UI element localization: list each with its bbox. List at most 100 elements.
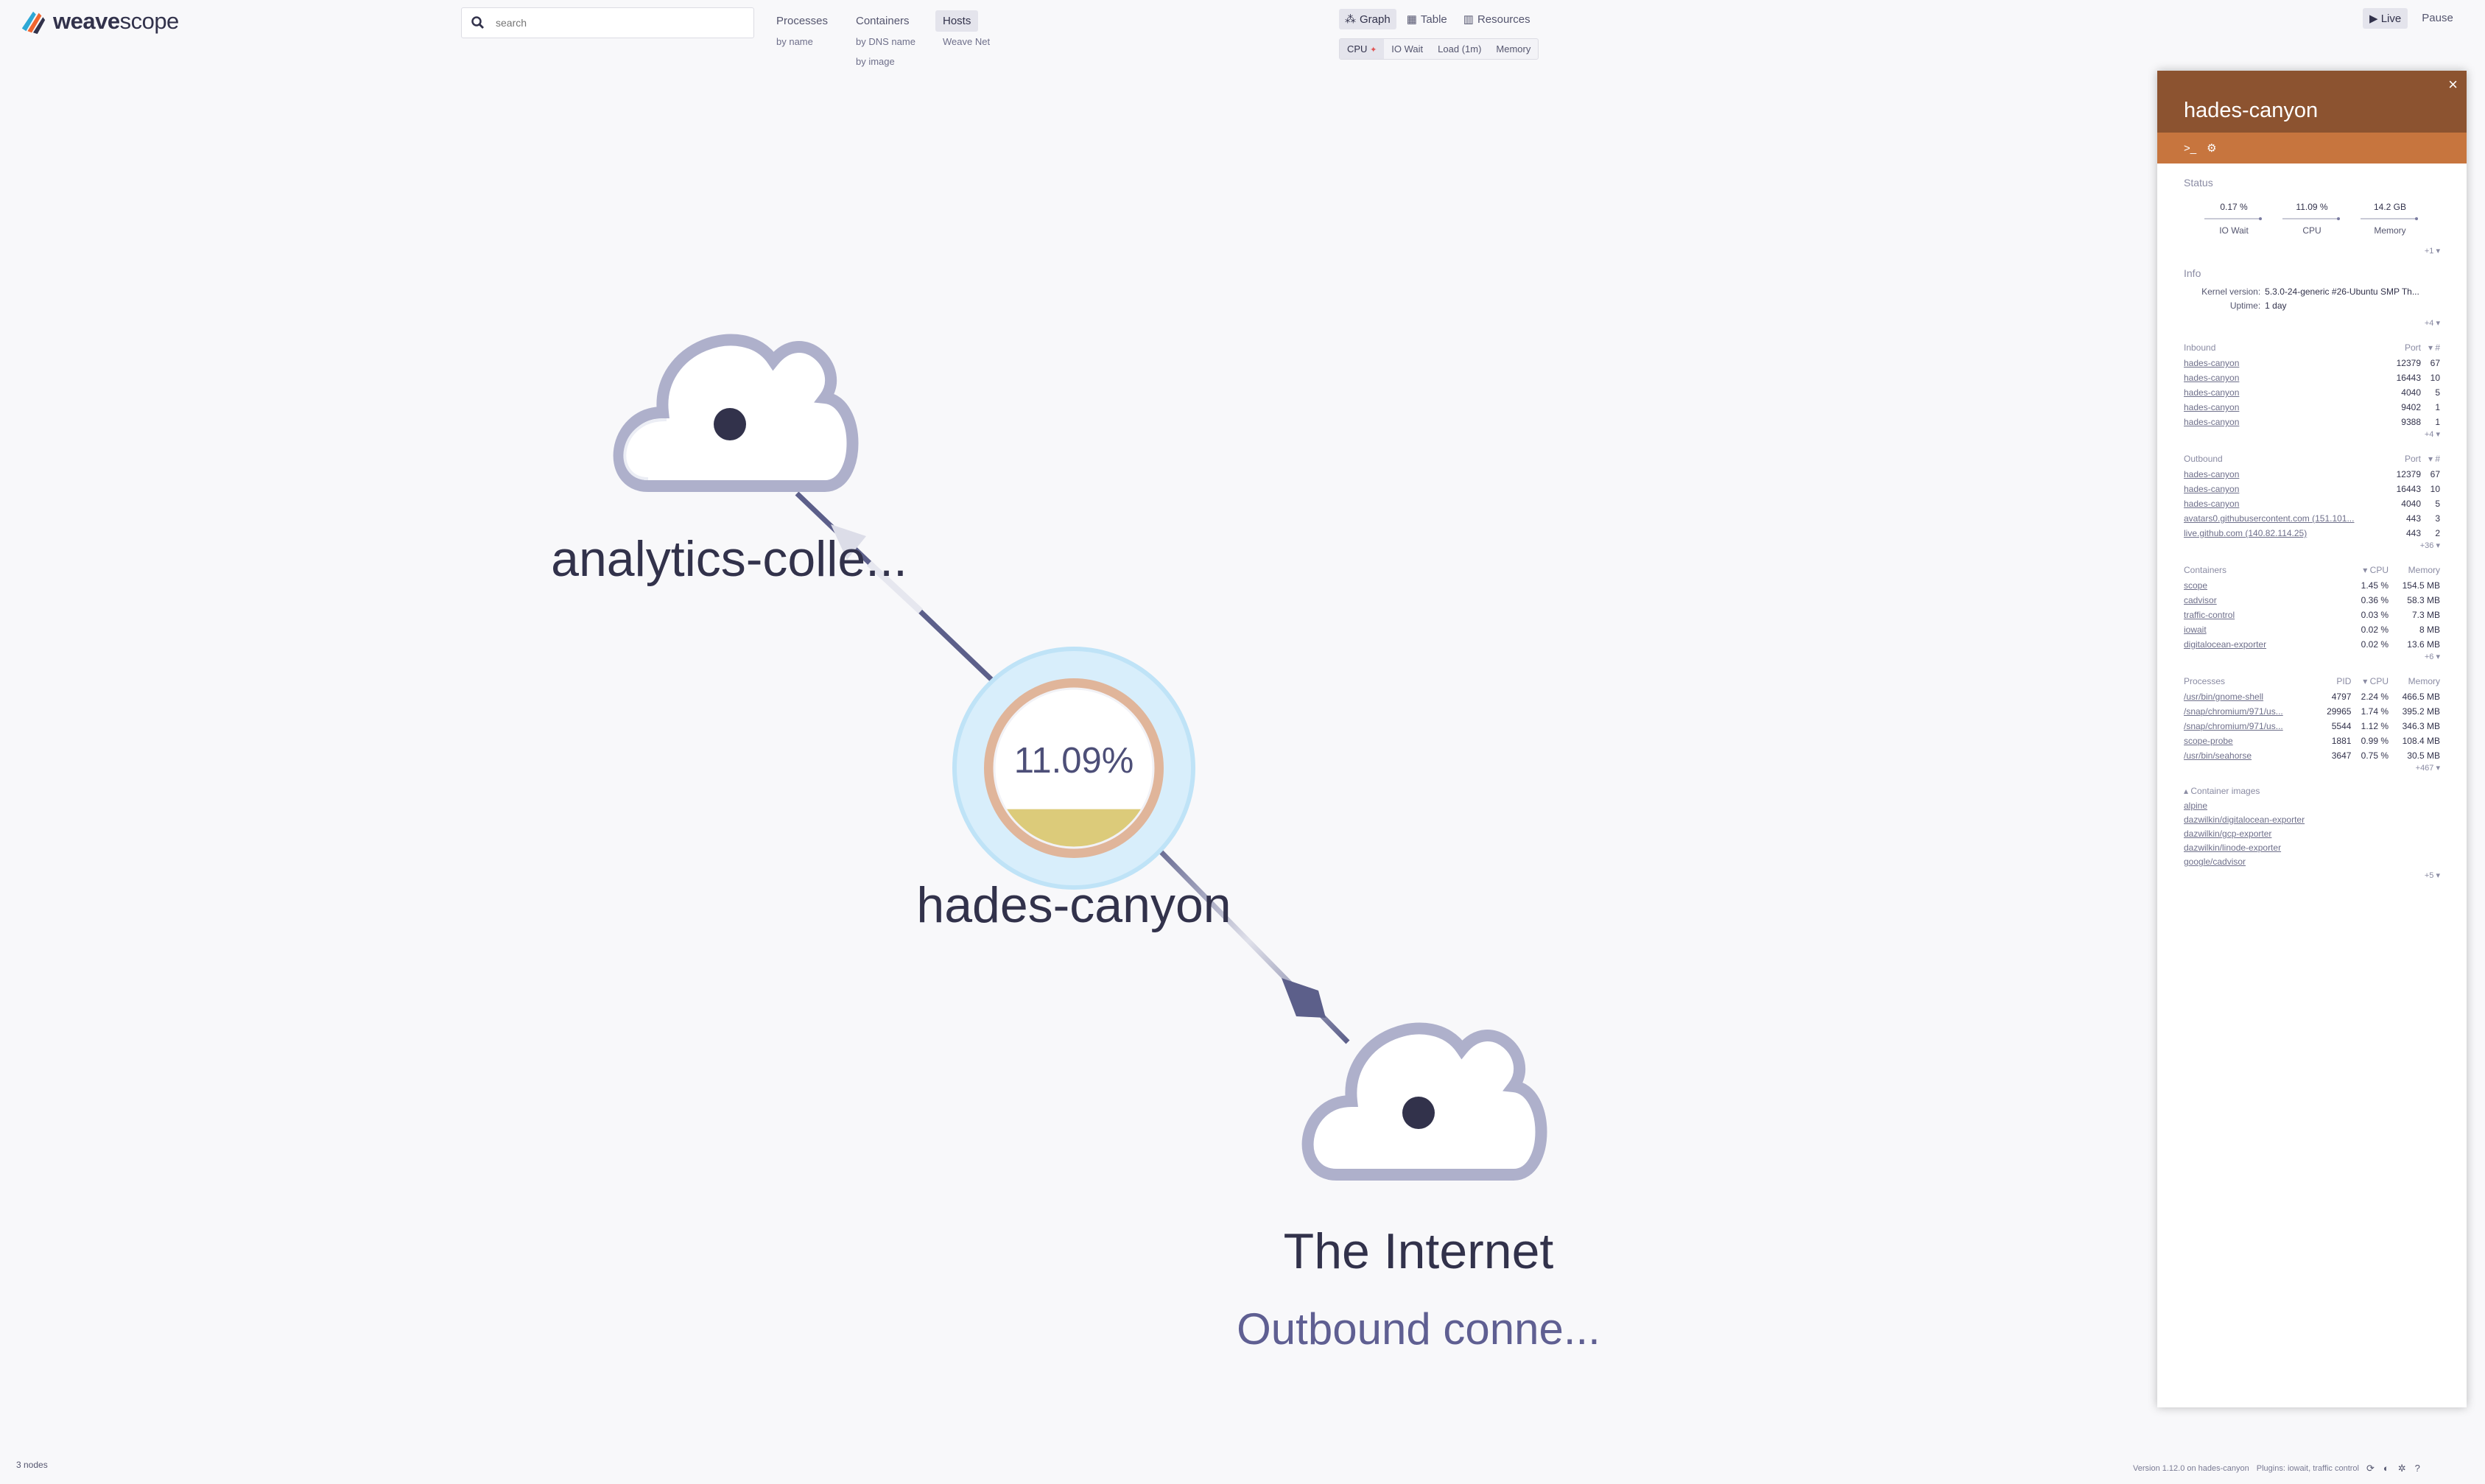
outbound-count-header[interactable]: ▾ # — [2428, 454, 2440, 464]
row-name-link[interactable]: hades-canyon — [2184, 358, 2240, 368]
edge-analytics-hades[interactable] — [795, 491, 1019, 706]
contrast-icon[interactable]: ◐ — [2383, 1463, 2389, 1474]
row-name-link[interactable]: digitalocean-exporter — [2184, 639, 2267, 650]
metric-cpu-button[interactable]: CPU ✦ — [1340, 39, 1385, 59]
subtopology-containers-by-dns[interactable]: by DNS name — [856, 36, 915, 47]
processes-memory-header[interactable]: Memory — [2408, 676, 2440, 686]
row-name-link[interactable]: scope — [2184, 580, 2208, 591]
topology-processes-button[interactable]: Processes — [776, 15, 829, 27]
container-image-link[interactable]: dazwilkin/gcp-exporter — [2184, 829, 2272, 839]
status-more-button[interactable]: +1 ▾ — [2424, 247, 2440, 256]
row-value: 0.99 % — [2361, 736, 2389, 746]
refresh-icon[interactable]: ⟳ — [2366, 1463, 2375, 1474]
row-name-link[interactable]: hades-canyon — [2184, 469, 2240, 479]
row-name-link[interactable]: hades-canyon — [2184, 373, 2240, 383]
node-label-internet[interactable]: The Internet — [1283, 1223, 1554, 1279]
row-name-link[interactable]: /snap/chromium/971/us... — [2184, 721, 2283, 731]
images-title[interactable]: ▴ Container images — [2184, 786, 2260, 796]
live-button[interactable]: ▶ Live — [2363, 8, 2408, 29]
row-name-link[interactable]: /usr/bin/seahorse — [2184, 750, 2252, 761]
row-name-link[interactable]: traffic-control — [2184, 610, 2235, 620]
subtopology-hosts-weave-net[interactable]: Weave Net — [943, 36, 991, 47]
outbound-title: Outbound — [2184, 454, 2223, 464]
subtopology-containers-by-image[interactable]: by image — [856, 56, 895, 67]
view-table-button[interactable]: ▦Table — [1406, 13, 1447, 27]
close-icon[interactable]: × — [2448, 75, 2458, 94]
weavescope-logo[interactable]: weavescope — [19, 7, 179, 35]
node-the-internet[interactable] — [1301, 1022, 1547, 1181]
help-icon[interactable]: ? — [2414, 1463, 2420, 1474]
view-resources-button[interactable]: ▥Resources — [1463, 13, 1530, 27]
metric-memory-button[interactable]: Memory — [1496, 43, 1531, 54]
row-name-link[interactable]: iowait — [2184, 625, 2207, 635]
metric-iowait-button[interactable]: IO Wait — [1391, 43, 1424, 54]
row-name-link[interactable]: scope-probe — [2184, 736, 2233, 746]
node-analytics-collector[interactable] — [613, 334, 859, 492]
edge-hades-internet[interactable] — [1147, 837, 1350, 1044]
pause-button[interactable]: Pause — [2422, 12, 2453, 24]
inbound-count-header[interactable]: ▾ # — [2428, 342, 2440, 353]
row-name-link[interactable]: avatars0.githubusercontent.com (151.101.… — [2184, 513, 2355, 524]
row-name-link[interactable]: hades-canyon — [2184, 484, 2240, 494]
row-name-link[interactable]: /snap/chromium/971/us... — [2184, 706, 2283, 717]
node-hades-canyon[interactable] — [952, 647, 1195, 890]
view-graph-button[interactable]: ⁂Graph — [1339, 9, 1396, 29]
metric-load-button[interactable]: Load (1m) — [1438, 43, 1482, 54]
inbound-more-button[interactable]: +4 ▾ — [2424, 430, 2440, 439]
container-image-link[interactable]: dazwilkin/linode-exporter — [2184, 843, 2282, 853]
processes-pid-header[interactable]: PID — [2336, 676, 2352, 686]
node-label-hades[interactable]: hades-canyon — [916, 877, 1231, 933]
row-name-link[interactable]: hades-canyon — [2184, 387, 2240, 398]
search-input[interactable] — [494, 16, 733, 29]
images-more-button[interactable]: +5 ▾ — [2424, 871, 2440, 880]
table-row[interactable]: avatars0.githubusercontent.com (151.101.… — [2184, 511, 2440, 526]
bug-icon[interactable]: ✲ — [2397, 1463, 2406, 1474]
inbound-port-header[interactable]: Port — [2404, 342, 2421, 353]
container-image-link[interactable]: alpine — [2184, 801, 2208, 811]
row-name-link[interactable]: hades-canyon — [2184, 417, 2240, 427]
row-name-link[interactable]: cadvisor — [2184, 595, 2217, 605]
row-name-link[interactable]: live.github.com (140.82.114.25) — [2184, 528, 2308, 538]
containers-memory-header[interactable]: Memory — [2408, 565, 2440, 575]
search-box[interactable] — [461, 7, 754, 38]
processes-cpu-header[interactable]: ▾ CPU — [2363, 676, 2389, 686]
topology-hosts-button[interactable]: Hosts — [935, 10, 979, 32]
topology-containers-button[interactable]: Containers — [856, 15, 910, 27]
terminal-icon[interactable]: >_ — [2184, 141, 2197, 155]
node-label-analytics[interactable]: analytics-colle... — [551, 531, 907, 587]
processes-more-button[interactable]: +467 ▾ — [2415, 764, 2440, 773]
row-name-link[interactable]: /usr/bin/gnome-shell — [2184, 692, 2264, 702]
containers-cpu-header[interactable]: ▾ CPU — [2363, 565, 2389, 575]
info-more-button[interactable]: +4 ▾ — [2424, 319, 2440, 328]
row-name-link[interactable]: hades-canyon — [2184, 402, 2240, 412]
container-image-link[interactable]: dazwilkin/digitalocean-exporter — [2184, 815, 2305, 825]
containers-more-button[interactable]: +6 ▾ — [2424, 653, 2440, 661]
row-name-link[interactable]: hades-canyon — [2184, 499, 2240, 509]
row-value: 16443 — [2396, 484, 2421, 494]
subtopology-processes-by-name[interactable]: by name — [776, 36, 813, 47]
gears-icon[interactable]: ⚙ — [2207, 142, 2217, 155]
container-image-link[interactable]: google/cadvisor — [2184, 857, 2246, 867]
outbound-more-button[interactable]: +36 ▾ — [2419, 541, 2440, 550]
outbound-port-header[interactable]: Port — [2404, 454, 2421, 464]
